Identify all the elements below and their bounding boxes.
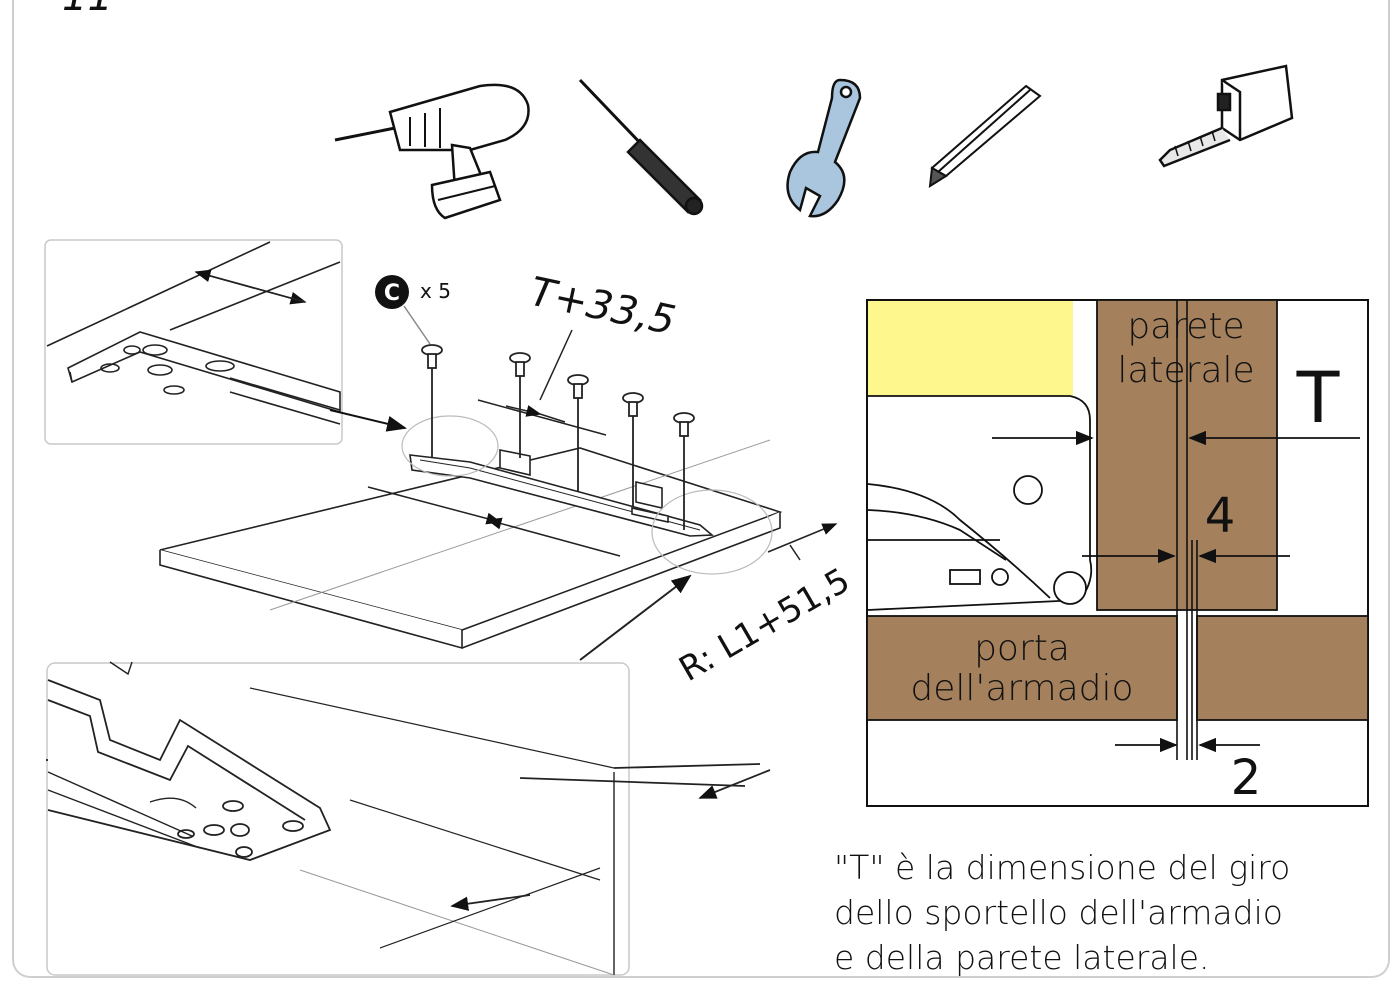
screw	[567, 374, 589, 492]
gap-2-label: 2	[1231, 750, 1262, 806]
cabinet-door-left	[866, 615, 1178, 721]
inset-pointer-arrow	[579, 574, 692, 661]
caption-line-3: e della parete laterale.	[834, 938, 1210, 977]
door-label-line1: porta	[974, 628, 1070, 669]
caption-text: "T" è la dimensione del giro dello sport…	[834, 845, 1374, 980]
caption-line-2: dello sportello dell'armadio	[834, 893, 1283, 932]
wall-label-line2: laterale	[1117, 350, 1254, 391]
tape-measure-icon	[1158, 64, 1294, 168]
inset-top-left	[44, 239, 343, 445]
wrench-icon	[786, 78, 862, 218]
cabinet-door-right	[1196, 615, 1369, 721]
caption-line-1: "T" è la dimensione del giro	[834, 848, 1291, 887]
screws	[421, 344, 695, 530]
screw	[421, 344, 443, 458]
screw	[622, 392, 644, 506]
cordless-drill-icon	[334, 83, 530, 220]
page-frame	[12, 0, 1390, 978]
page-number: 11	[62, 0, 113, 20]
screw-quantity: x 5	[420, 279, 451, 303]
dimension-side-label: R: L1+51,5	[673, 560, 857, 689]
hinge-detail: parete laterale T 4 porta dell'armadio 2	[866, 299, 1369, 807]
screw-type-letter: C	[384, 281, 400, 306]
screwdriver-icon	[578, 78, 704, 216]
t-dimension-label: T	[1296, 357, 1340, 439]
dimension-shelf-lines	[367, 486, 838, 561]
dimension-top-lines	[477, 329, 607, 436]
dimension-top-label: T+33,5	[526, 269, 679, 345]
screw	[673, 412, 695, 530]
gap-4-label: 4	[1205, 488, 1236, 544]
screw-callout: C x 5	[375, 275, 451, 345]
shelf-board	[159, 439, 783, 650]
pencil-icon	[928, 84, 1042, 188]
wall-label-line1: parete	[1127, 306, 1244, 347]
mounting-rail	[401, 415, 773, 575]
inset-bottom-left	[46, 661, 771, 976]
door-label-line2: dell'armadio	[910, 668, 1133, 709]
screw	[509, 352, 531, 458]
highlight-area	[868, 301, 1073, 396]
